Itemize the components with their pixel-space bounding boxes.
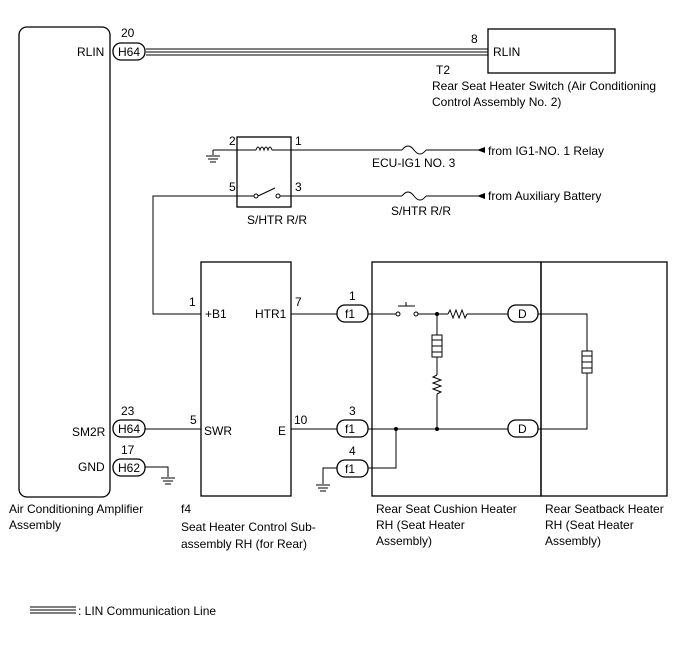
amplifier-label-line2: Assembly: [9, 518, 61, 532]
switch-pin-rlin: RLIN: [493, 45, 520, 59]
seatback-label-line2: RH (Seat Heater: [545, 518, 634, 532]
rear-seatback-heater: Rear Seatback Heater RH (Seat Heater Ass…: [538, 261, 668, 548]
cushion-label-line2: RH (Seat Heater: [376, 518, 465, 532]
switch-code: T2: [436, 63, 450, 77]
seatback-label-line3: Assembly): [545, 534, 601, 548]
battery-feed: S/HTR R/R from Auxiliary Battery: [291, 189, 601, 218]
pin-17: 17: [121, 443, 135, 457]
controller-box: [200, 261, 292, 497]
rear-seat-cushion-heater: Rear Seat Cushion Heater RH (Seat Heater…: [368, 261, 542, 548]
cushion-box: [371, 261, 542, 497]
legend-lin-label: : LIN Communication Line: [78, 604, 216, 618]
connector-d-bottom-label: D: [518, 422, 527, 436]
relay-pin-3: 3: [295, 180, 302, 194]
pin-20: 20: [121, 26, 135, 40]
ig1-feed: ECU-IG1 NO. 3 from IG1-NO. 1 Relay: [291, 144, 604, 170]
connector-f1-pin1-label: f1: [345, 307, 355, 321]
switch-box: [487, 28, 616, 74]
cushion-label-line1: Rear Seat Cushion Heater: [376, 502, 517, 516]
seatback-box: [540, 261, 668, 497]
relay-pin-2: 2: [229, 134, 236, 148]
pin-8: 8: [471, 32, 478, 46]
amplifier-label-line1: Air Conditioning Amplifier: [9, 502, 143, 516]
rear-seat-heater-switch: RLIN 8 T2 Rear Seat Heater Switch (Air C…: [432, 28, 656, 109]
amplifier-assembly: RLIN SM2R GND Air Conditioning Amplifier…: [9, 26, 143, 532]
fuse-shtr: [401, 191, 427, 201]
pin-f1-4: 4: [349, 444, 356, 458]
lin-communication-line: [146, 48, 488, 56]
cushion-ground: [316, 467, 337, 492]
relay-label: S/HTR R/R: [247, 213, 307, 227]
amplifier-ground: [145, 466, 175, 485]
pin-f1-1: 1: [349, 289, 356, 303]
fuse-shtr-label: S/HTR R/R: [391, 204, 451, 218]
amplifier-pin-sm2r: SM2R: [72, 425, 106, 439]
relay-pin-1: 1: [295, 134, 302, 148]
connector-h64-top: [112, 42, 146, 61]
controller-pinno-1: 1: [189, 295, 196, 309]
controller-code: f4: [181, 502, 191, 516]
connector-f1-pin3-label: f1: [345, 422, 355, 436]
connector-f1-pin4-label: f1: [345, 462, 355, 476]
controller-pinno-7: 7: [295, 295, 302, 309]
pin-f1-3: 3: [349, 404, 356, 418]
connector-h62-label: H62: [118, 461, 140, 475]
relay-ground: [206, 149, 237, 163]
controller-label-line1: Seat Heater Control Sub-: [181, 520, 316, 534]
connector-h64-top-label: H64: [118, 45, 140, 59]
fuse-ecu-ig1: [401, 145, 427, 155]
source-battery: from Auxiliary Battery: [488, 189, 601, 203]
controller-pinno-10: 10: [294, 413, 308, 427]
fuse-ecu-ig1-label: ECU-IG1 NO. 3: [372, 156, 456, 170]
switch-label-line1: Rear Seat Heater Switch (Air Conditionin…: [432, 79, 656, 93]
controller-pin-htr1: HTR1: [255, 307, 287, 321]
relay-box: [236, 136, 292, 208]
legend: : LIN Communication Line: [30, 604, 216, 618]
controller-pin-swr: SWR: [204, 424, 232, 438]
controller-pin-b1: +B1: [205, 307, 227, 321]
amplifier-pin-rlin: RLIN: [77, 45, 104, 59]
amplifier-box: [18, 26, 111, 498]
cushion-resistor-vertical: [431, 374, 443, 395]
relay-pin-5: 5: [229, 180, 236, 194]
cushion-resistor-top: [447, 308, 468, 320]
relay-shtr: S/HTR R/R 2 1 5 3: [229, 134, 307, 227]
connector-d-top-label: D: [518, 307, 527, 321]
switch-label-line2: Control Assembly No. 2): [432, 95, 561, 109]
controller-label-line2: assembly RH (for Rear): [181, 537, 307, 551]
connector-h64-bottom: [112, 419, 146, 438]
source-ig1: from IG1-NO. 1 Relay: [488, 144, 604, 158]
controller-pinno-5: 5: [190, 413, 197, 427]
wire-relay-to-b1: [152, 195, 237, 315]
pin-23: 23: [121, 404, 135, 418]
seatback-label-line1: Rear Seatback Heater: [545, 502, 664, 516]
connector-h64-bottom-label: H64: [118, 422, 140, 436]
controller-pin-e: E: [278, 424, 286, 438]
cushion-label-line3: Assembly): [376, 534, 432, 548]
seat-heater-controller: +B1 HTR1 SWR E 1 7 5 10 f4 Seat Heater C…: [181, 261, 316, 551]
amplifier-pin-gnd: GND: [78, 460, 105, 474]
